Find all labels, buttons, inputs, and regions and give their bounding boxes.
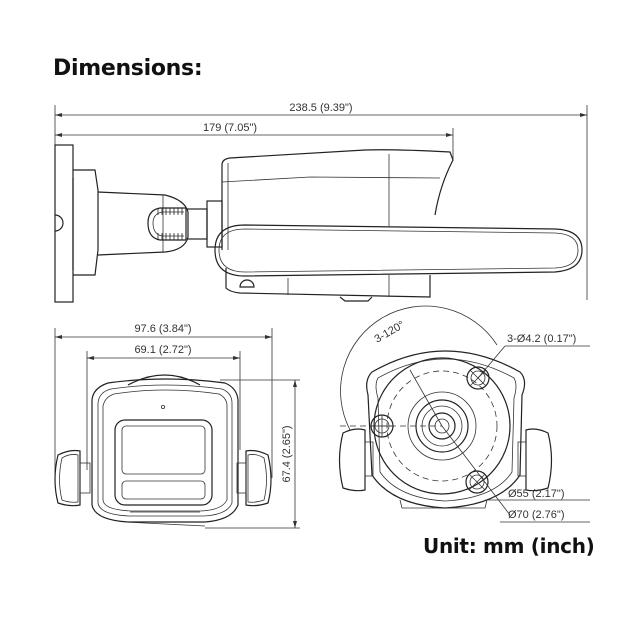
housing-width-label: 69.1 (2.72") <box>134 344 191 356</box>
overall-width-label: 97.6 (3.84") <box>134 323 191 335</box>
angle-label: 3-120° <box>373 319 407 346</box>
page-title: Dimensions: <box>53 56 203 81</box>
outer-diameter-label: Ø70 (2.76") <box>508 509 565 521</box>
overall-length-label: 238.5 (9.39") <box>289 102 352 114</box>
unit-label: Unit: mm (inch) <box>423 534 595 558</box>
screw-hole <box>465 470 489 494</box>
side-view: 238.5 (9.39") 179 (7.05") <box>54 102 588 303</box>
rear-view: 3-120° 3-Ø4.2 (0.17") <box>338 305 590 523</box>
housing-height-label: 67.4 (2.65") <box>281 425 293 482</box>
inner-diameter-label: Ø55 (2.17") <box>508 488 565 500</box>
front-view: 97.6 (3.84") 69.1 (2.72") 67.4 (2.65") <box>54 323 300 529</box>
screw-hole <box>466 366 490 390</box>
screw-holes-label: 3-Ø4.2 (0.17") <box>507 333 576 345</box>
mount-length-label: 179 (7.05") <box>203 122 257 134</box>
